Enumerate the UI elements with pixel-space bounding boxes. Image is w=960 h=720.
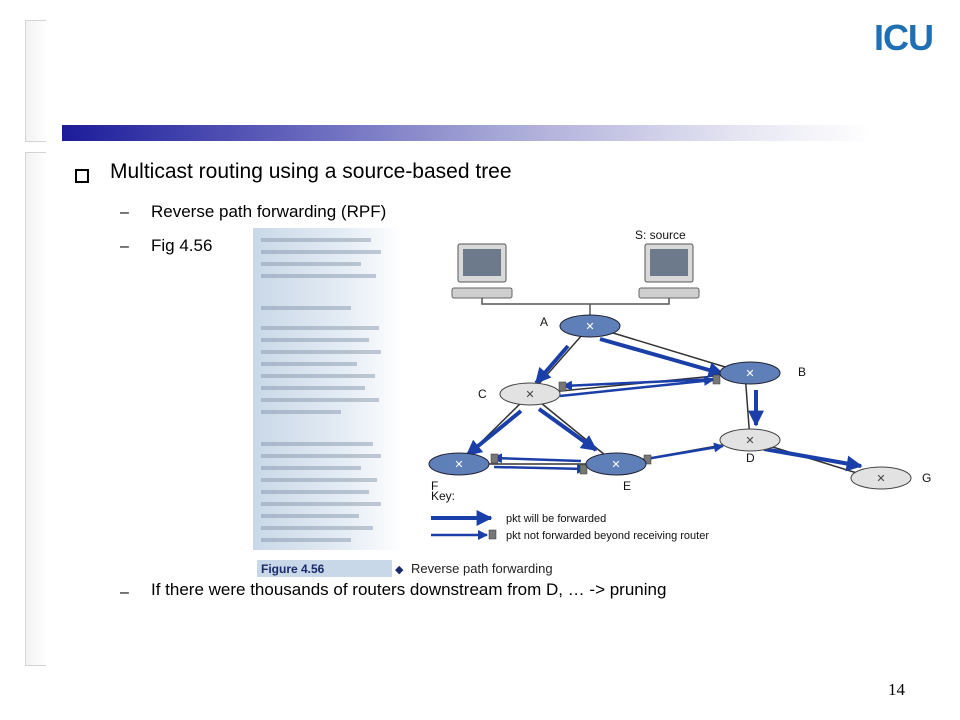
icu-logo: ICU <box>874 17 934 58</box>
router-icon-f: ✕ <box>428 452 490 476</box>
rpf-figure: S: source <box>253 228 931 577</box>
caption-diamond-icon: ◆ <box>395 563 404 576</box>
not-forwarded-arrows <box>492 375 724 474</box>
svg-text:✕: ✕ <box>876 473 885 485</box>
router-icon-b: ✕ <box>719 361 781 385</box>
caption-text: Reverse path forwarding <box>411 561 553 576</box>
not-forwarded-marks <box>490 374 721 475</box>
main-bullet-text: Multicast routing using a source-based t… <box>110 160 512 183</box>
source-label: S: source <box>635 228 686 242</box>
svg-text:✕: ✕ <box>611 459 620 471</box>
key-title: Key: <box>431 489 455 503</box>
sub-item-fig: Fig 4.56 <box>151 236 213 255</box>
router-label-e: E <box>623 479 631 493</box>
bullet-square-icon <box>75 169 89 183</box>
faded-book-text <box>253 228 403 550</box>
router-icon-g: ✕ <box>850 466 912 490</box>
title-gradient-bar <box>62 125 872 141</box>
dash-icon: – <box>120 238 129 255</box>
router-icon-a: ✕ <box>559 314 621 338</box>
svg-text:✕: ✕ <box>525 389 534 401</box>
computer-icon <box>638 243 700 299</box>
svg-text:✕: ✕ <box>745 368 754 380</box>
router-label-g: G <box>922 471 931 485</box>
dash-icon: – <box>120 204 129 221</box>
key-not-forwarded-mark <box>488 529 497 540</box>
router-label-a: A <box>540 315 548 329</box>
computer-icon <box>451 243 513 299</box>
svg-text:✕: ✕ <box>454 459 463 471</box>
sub-item-pruning: If there were thousands of routers downs… <box>151 580 667 599</box>
sub-item-rpf: Reverse path forwarding (RPF) <box>151 202 387 221</box>
dash-icon: – <box>120 584 129 601</box>
left-decor-bar-top <box>25 20 46 142</box>
left-decor-bar-bottom <box>25 152 46 666</box>
router-label-f: F <box>431 479 438 493</box>
router-label-b: B <box>798 365 806 379</box>
key-not-forwarded-text: pkt not forwarded beyond receiving route… <box>506 530 709 542</box>
svg-text:✕: ✕ <box>745 435 754 447</box>
router-icon-e: ✕ <box>585 452 647 476</box>
router-icon-d: ✕ <box>719 428 781 452</box>
lan-cable <box>481 298 670 318</box>
caption-background <box>257 560 392 577</box>
forwarded-arrows <box>465 337 863 472</box>
page-number: 14 <box>888 680 905 699</box>
router-icon-c: ✕ <box>499 382 561 406</box>
caption-number: Figure 4.56 <box>261 562 325 576</box>
svg-text:✕: ✕ <box>585 321 594 333</box>
router-label-c: C <box>478 387 487 401</box>
router-label-d: D <box>746 451 755 465</box>
key-forwarded-text: pkt will be forwarded <box>506 513 606 525</box>
